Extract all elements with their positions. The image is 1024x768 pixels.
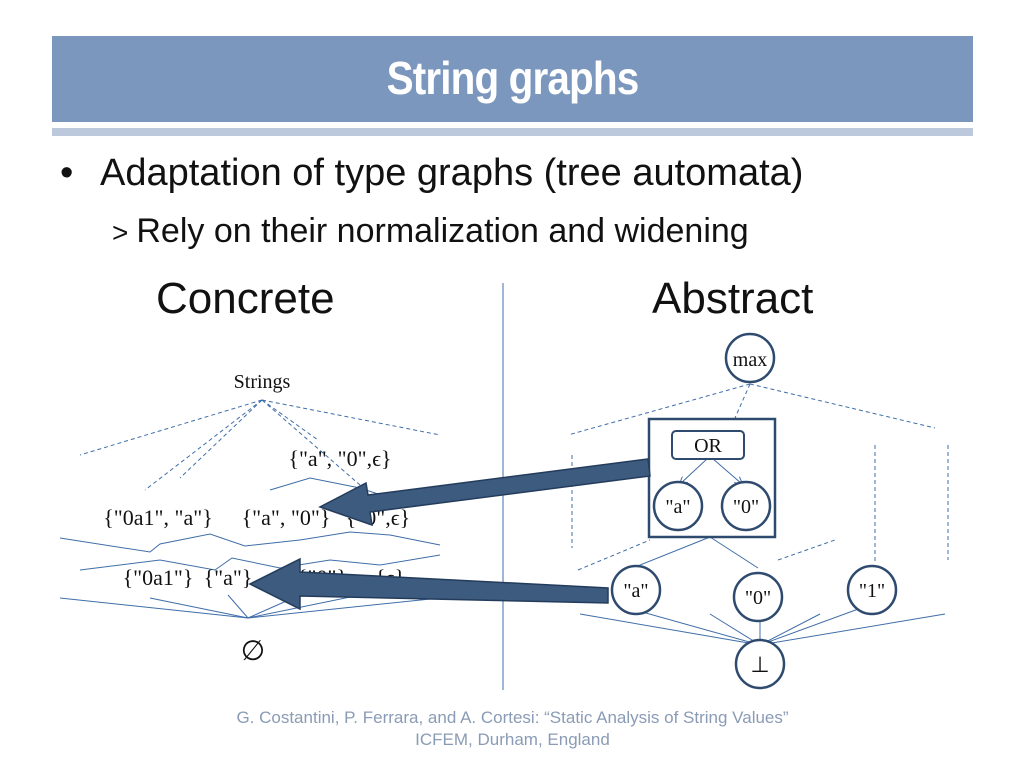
footer-line-2: ICFEM, Durham, England	[415, 730, 610, 749]
node-bottom	[734, 638, 786, 690]
or-label-box	[671, 430, 745, 460]
concrete-level3b-label: {"a"}	[204, 565, 253, 590]
abstract-nodes	[610, 332, 898, 690]
bullet-dot-icon: •	[60, 152, 74, 194]
node-or-child-0	[720, 480, 772, 532]
title-bar: String graphs	[52, 36, 973, 122]
mapping-arrows	[248, 458, 651, 611]
node-leaf-1	[846, 564, 898, 616]
concrete-bottom-label: ∅	[241, 635, 265, 666]
node-bottom-label: ⊥	[750, 653, 769, 678]
concrete-heading: Concrete	[156, 274, 335, 323]
sub-bullet-text: Rely on their normalization and widening	[136, 212, 749, 250]
arrow-or-to-concrete	[318, 458, 651, 527]
footer-citation: G. Costantini, P. Ferrara, and A. Cortes…	[160, 707, 865, 751]
node-leaf-a-label: "a"	[623, 580, 648, 602]
node-leaf-0-label: "0"	[745, 587, 771, 609]
abstract-heading: Abstract	[652, 274, 814, 323]
sub-bullet-item: >Rely on their normalization and widenin…	[112, 212, 749, 251]
or-label: OR	[694, 435, 722, 457]
slide-title: String graphs	[386, 52, 640, 104]
sub-bullet-marker: >	[112, 217, 129, 248]
arrow-leaf-a-to-concrete	[248, 557, 609, 611]
node-or-child-a-label: "a"	[665, 496, 690, 518]
bullet-item: • Adaptation of type graphs (tree automat…	[60, 152, 803, 195]
node-leaf-a	[610, 564, 662, 616]
node-max	[724, 332, 776, 384]
bullet-text: Adaptation of type graphs (tree automata…	[100, 152, 804, 194]
concrete-level1-label: {"a", "0",ϵ}	[288, 446, 391, 471]
concrete-level2a-label: {"0a1", "a"}	[103, 505, 213, 530]
concrete-level2b-label: {"a", "0"}	[242, 505, 331, 530]
node-max-label: max	[733, 349, 767, 371]
or-node-box	[647, 417, 777, 539]
concrete-top-label: Strings	[234, 371, 291, 393]
title-underline	[52, 128, 973, 136]
node-leaf-0	[732, 571, 784, 623]
node-or-child-a	[652, 480, 704, 532]
node-or-child-0-label: "0"	[733, 496, 759, 518]
footer-line-1: G. Costantini, P. Ferrara, and A. Cortes…	[236, 708, 789, 727]
concrete-lattice	[59, 399, 441, 619]
concrete-level3a-label: {"0a1"}	[123, 565, 194, 590]
node-leaf-1-label: "1"	[859, 580, 885, 602]
